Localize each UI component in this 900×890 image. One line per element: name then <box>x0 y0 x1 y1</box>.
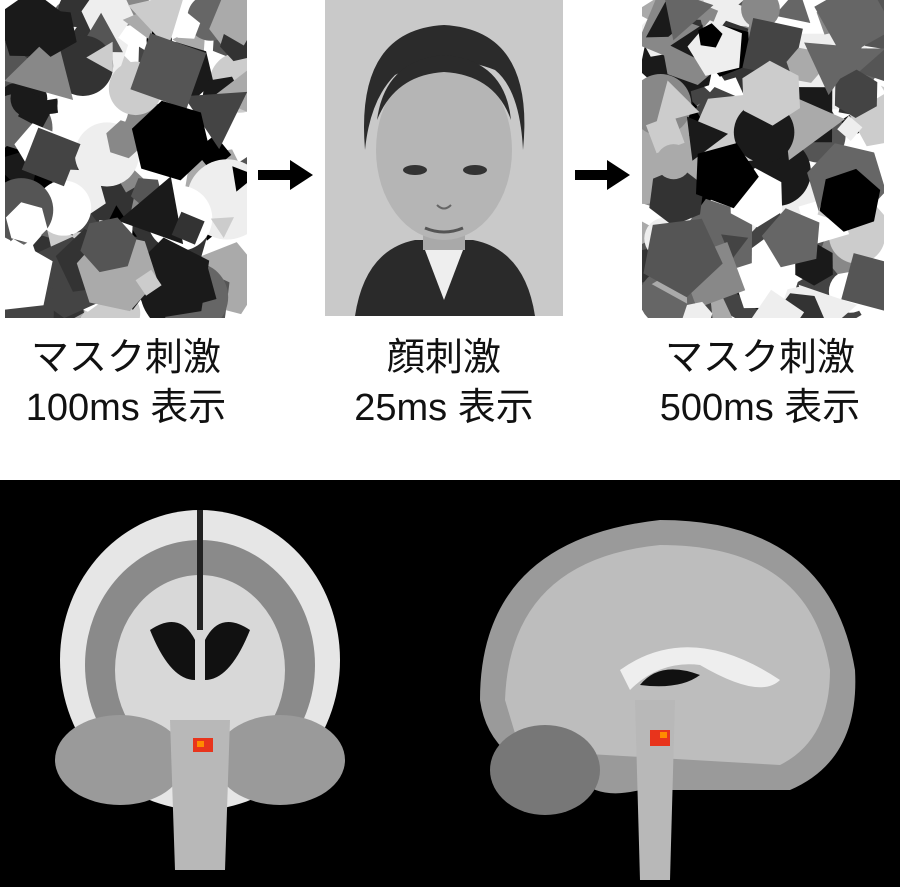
mask-shape <box>5 238 53 310</box>
mask-shape <box>721 234 749 260</box>
mask-shape <box>135 269 162 296</box>
mask-shape <box>173 12 201 39</box>
mask-shape <box>86 41 113 73</box>
mask-shape <box>649 167 704 226</box>
mask-shape <box>183 91 247 150</box>
coronal-brain-slice <box>55 510 345 870</box>
mask-shape <box>761 208 820 268</box>
mask-shape <box>858 49 884 81</box>
mask-shape <box>819 168 881 232</box>
mask-shape <box>742 60 800 126</box>
mask-shape <box>130 33 207 110</box>
mask-shape <box>131 100 211 181</box>
mask-shape <box>741 0 780 29</box>
face-stimulus-image <box>325 0 563 316</box>
mask-shape <box>804 42 862 96</box>
face-duration: 25ms 表示 <box>354 387 534 429</box>
arrow-right-icon <box>258 160 313 190</box>
mask-stimulus-image-2 <box>642 0 884 318</box>
sagittal-brain-slice <box>480 520 856 880</box>
mask-shape <box>232 166 247 192</box>
mask-2-label: マスク刺激 500ms 表示 <box>610 333 900 433</box>
mask-1-title: マスク刺激 <box>30 337 221 379</box>
mask-shape <box>646 114 685 154</box>
mask-stimulus-image-1 <box>5 0 247 318</box>
mask-shape <box>171 211 205 245</box>
mask-shape <box>128 0 183 49</box>
mask-shape <box>814 0 884 58</box>
mask-shape <box>656 80 700 124</box>
mask-shape <box>656 144 692 180</box>
mask-shape <box>837 115 863 141</box>
mask-shape <box>21 127 81 187</box>
mask-2-title: マスク刺激 <box>664 337 855 379</box>
mask-2-duration: 500ms 表示 <box>659 387 861 429</box>
mask-shape <box>118 176 184 245</box>
fmri-results-panel <box>0 480 900 887</box>
arrow-right-icon <box>575 160 630 190</box>
mask-shape <box>665 0 714 41</box>
mask-shape <box>210 217 234 238</box>
mask-shape <box>5 202 48 244</box>
mask-shape <box>80 217 137 273</box>
face-title: 顔刺激 <box>386 337 501 379</box>
mask-shape <box>682 301 713 318</box>
mask-1-duration: 100ms 表示 <box>25 387 227 429</box>
mask-shape <box>643 218 723 298</box>
mask-shape <box>841 253 884 311</box>
face-label: 顔刺激 25ms 表示 <box>294 333 594 433</box>
mask-shape <box>18 92 55 129</box>
mask-shape <box>686 116 728 161</box>
mask-shape <box>218 5 247 46</box>
mask-shape <box>28 9 77 57</box>
mask-shape <box>774 0 811 23</box>
mask-shape <box>698 23 723 48</box>
mask-shape <box>751 289 805 318</box>
mask-shape <box>696 143 759 209</box>
mask-1-label: マスク刺激 100ms 表示 <box>0 333 276 433</box>
mask-shape <box>834 69 878 118</box>
